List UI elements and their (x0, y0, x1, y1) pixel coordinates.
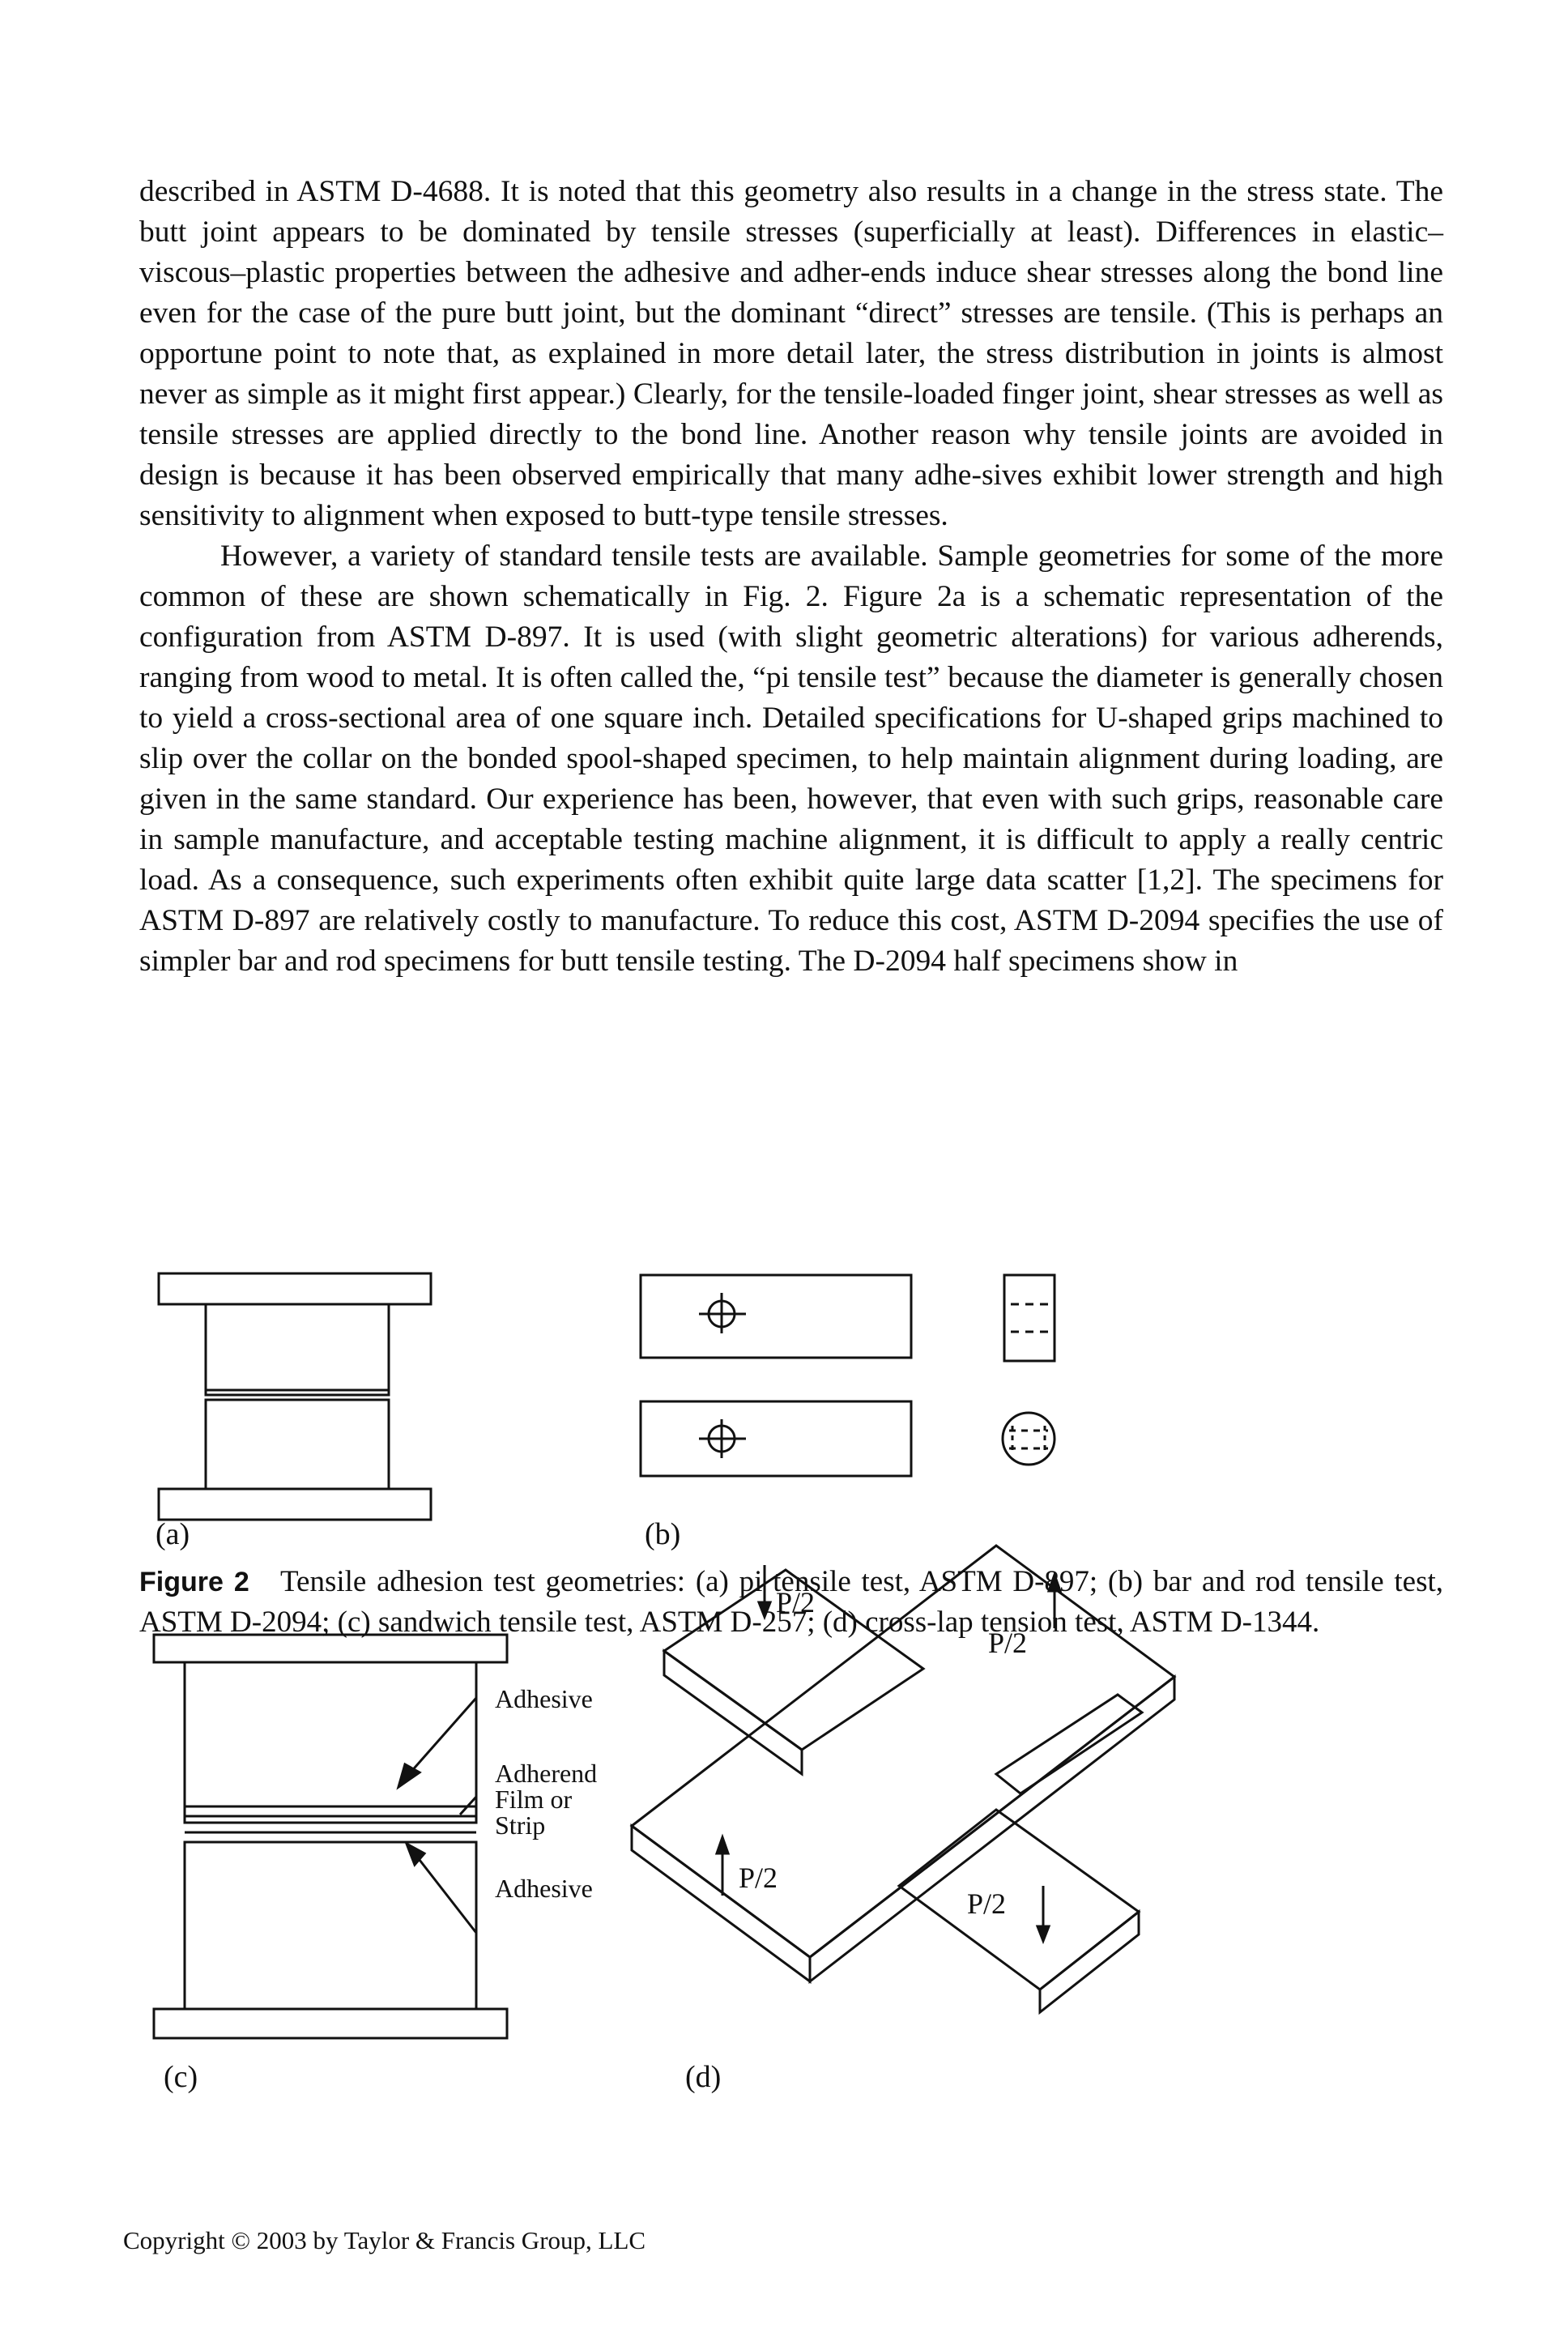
load-label-1: P/2 (776, 1586, 815, 1619)
panel-b-bar-specimens (639, 1273, 913, 1478)
page: described in ASTM D-4688. It is noted th… (123, 172, 1443, 2254)
label-adherend: Adherend (495, 1759, 597, 1788)
caption-label: Figure 2 (139, 1567, 249, 1597)
label-film-or: Film or (495, 1785, 572, 1814)
caption-text: Tensile adhesion test geometries: (a) pi… (139, 1565, 1444, 1639)
paragraph-2: However, a variety of standard tensile t… (139, 540, 1443, 978)
body-text: described in ASTM D-4688. It is noted th… (139, 172, 1443, 982)
copyright-footer: Copyright © 2003 by Taylor & Francis Gro… (123, 2226, 646, 2254)
panel-b-label: (b) (645, 1517, 680, 1551)
load-label-4: P/2 (967, 1887, 1006, 1920)
paragraph-1: described in ASTM D-4688. It is noted th… (139, 175, 1443, 532)
panel-d-cross-lap-specimen (629, 1544, 1177, 2015)
label-adhesive-top: Adhesive (495, 1684, 593, 1713)
panel-c-sandwich-specimen (152, 1633, 509, 2040)
panel-b-rod-specimens (1001, 1273, 1056, 1466)
label-strip: Strip (495, 1811, 545, 1840)
panel-a-spool-specimen (157, 1272, 432, 1521)
panel-d-label: (d) (685, 2060, 721, 2094)
load-label-2: P/2 (988, 1627, 1027, 1659)
panel-a-label: (a) (156, 1517, 190, 1551)
label-adhesive-bottom: Adhesive (495, 1874, 593, 1903)
load-label-3: P/2 (739, 1862, 778, 1894)
figure-2-drawing: (a) (b) (c) (d) Adhesive Adherend Film o… (152, 1272, 1177, 2094)
panel-c-label: (c) (164, 2060, 198, 2094)
figure-2: (a) (b) (c) (d) Adhesive Adherend Film o… (121, 1248, 1466, 2333)
figure-caption: Figure 2 Tensile adhesion test geometrie… (139, 1562, 1443, 1643)
